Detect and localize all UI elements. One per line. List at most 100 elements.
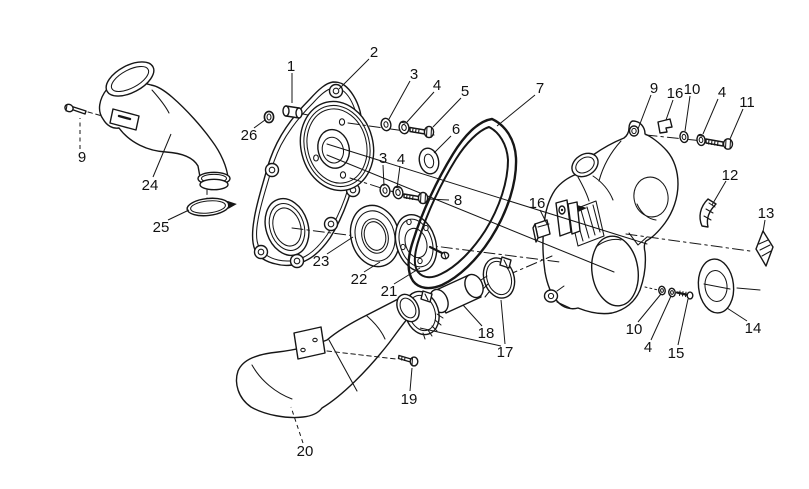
- leader-line-p24: [152, 133, 172, 178]
- cover-bottom-ear: [543, 285, 571, 309]
- callout-label-p4b: 4: [397, 151, 405, 168]
- leader-line-p16b: [539, 209, 548, 225]
- leader-line-p25: [167, 209, 190, 221]
- oring-14: [697, 258, 761, 314]
- lockwasher-4-bottom: [392, 185, 404, 200]
- leader-line-p13: [762, 219, 766, 233]
- outlet-duct-20: [235, 293, 420, 419]
- leader-line-p10a: [684, 95, 691, 132]
- callout-label-p4d: 4: [644, 339, 652, 356]
- cover-seal-23: [264, 197, 310, 257]
- washer-10-top: [679, 130, 689, 144]
- screw-19: [397, 354, 419, 367]
- clip-16-top: [657, 118, 673, 134]
- callout-label-p9a: 9: [78, 149, 86, 166]
- callout-label-p8: 8: [454, 192, 462, 209]
- clamp-arrow-icon: [227, 200, 237, 209]
- callout-label-p3b: 3: [379, 150, 387, 167]
- snorkel-opening: [571, 152, 599, 178]
- callout-label-p5: 5: [461, 83, 469, 100]
- callout-label-p20: 20: [297, 443, 314, 460]
- clip-16-left: [532, 219, 551, 243]
- clamp-25: [186, 197, 237, 217]
- duct-24-outlet-flange: [197, 171, 231, 191]
- callout-label-p18: 18: [478, 325, 495, 342]
- lockwasher-4-top: [398, 120, 410, 135]
- lockwasher-4-bottomright: [668, 287, 676, 298]
- duct-24-bracket: [109, 108, 140, 131]
- callout-label-p7: 7: [536, 80, 544, 97]
- bolt-8: [403, 191, 429, 205]
- bolt-11: [705, 138, 734, 150]
- outer-clutch-cover: [532, 120, 679, 315]
- screw-15: [675, 290, 694, 300]
- callout-label-p10a: 10: [684, 81, 701, 98]
- leader-line-p5: [432, 97, 462, 128]
- leader-line-p21: [393, 267, 421, 285]
- leader-line-p4b: [396, 165, 401, 189]
- callout-label-p14: 14: [745, 320, 762, 337]
- washer-3-bottom: [379, 183, 391, 198]
- callout-label-p12: 12: [722, 167, 739, 184]
- leader-line-p14: [726, 307, 748, 322]
- intake-duct-24: [98, 61, 231, 200]
- direction-arrow-icon: [577, 205, 587, 212]
- leader-line-p26: [253, 119, 266, 129]
- callout-label-p24: 24: [142, 177, 159, 194]
- leader-line-p3a: [388, 80, 411, 120]
- decal-13: [755, 230, 774, 267]
- callout-label-p17: 17: [497, 344, 514, 361]
- leader-line-p15: [677, 298, 689, 346]
- bolt-5: [409, 125, 435, 139]
- spacer-6: [418, 147, 440, 175]
- cover-top-ear-hole: [628, 125, 640, 137]
- leader-line-p3b: [382, 164, 385, 187]
- leader-line-p17: [500, 299, 506, 345]
- leader-line-p18: [462, 304, 483, 327]
- cover-drum: [591, 235, 639, 307]
- cover-dome-recess: [633, 176, 669, 221]
- leader-line-p4d: [650, 295, 672, 341]
- callout-label-p6: 6: [452, 121, 460, 138]
- leader-line-p6: [433, 135, 452, 154]
- leader-line-p22: [363, 261, 381, 273]
- callout-label-p3a: 3: [410, 66, 418, 83]
- assembly-arrow-mark: [628, 232, 648, 246]
- bushing-1: [282, 105, 309, 119]
- leader-line-p20: [290, 406, 304, 444]
- lockwasher-4-right: [696, 133, 706, 147]
- leader-line-p23: [326, 236, 354, 255]
- callout-label-p16a: 16: [667, 85, 684, 102]
- leader-line-p7: [496, 94, 536, 127]
- callout-label-p16b: 16: [529, 195, 546, 212]
- callout-label-p4c: 4: [718, 84, 726, 101]
- callout-label-p13: 13: [758, 205, 775, 222]
- callout-label-p25: 25: [153, 219, 170, 236]
- callout-label-p11: 11: [739, 94, 755, 111]
- washer-3-top: [380, 117, 392, 132]
- leader-line-p10b: [637, 293, 662, 323]
- callout-label-p26: 26: [241, 127, 258, 144]
- leader-line-p19: [409, 367, 413, 392]
- cover-mount-tabs: [253, 83, 361, 269]
- leader-line-p8: [427, 198, 450, 201]
- leader-line-p4a: [406, 91, 435, 123]
- retainer-plate-21: [394, 214, 450, 272]
- callout-label-p1: 1: [287, 58, 295, 75]
- leader-line-p17: [419, 327, 502, 347]
- callout-label-p23: 23: [313, 253, 330, 270]
- clamp-17-right: [480, 256, 516, 299]
- leader-line-p9b: [637, 94, 652, 130]
- leader-line-p12: [711, 180, 727, 206]
- cover-mount-arm: [555, 199, 587, 237]
- callout-label-p19: 19: [401, 391, 418, 408]
- hose-18: [429, 273, 484, 314]
- retainer-bolt: [428, 245, 450, 260]
- oring-26: [263, 110, 275, 124]
- washer-10-bottom: [658, 285, 666, 296]
- callout-label-p22: 22: [351, 271, 368, 288]
- drive-belt-7: [407, 117, 518, 290]
